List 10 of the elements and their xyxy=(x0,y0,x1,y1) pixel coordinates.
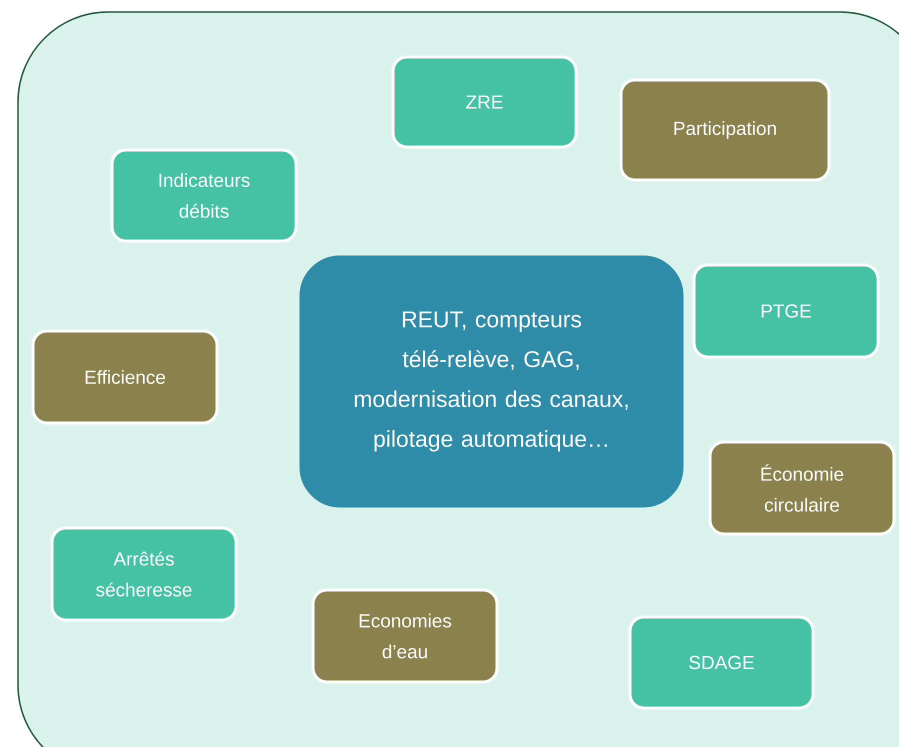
topic-box: PTGE xyxy=(692,264,880,358)
topic-box: ZRE xyxy=(392,56,578,148)
topic-box: Économie circulaire xyxy=(708,440,896,536)
center-box: REUT, compteurs télé-relève, GAG, modernisation des canaux, pilotage automatique… xyxy=(300,256,684,508)
topic-box: SDAGE xyxy=(628,616,814,710)
topic-box: Efficience xyxy=(32,330,218,424)
topic-box: Indicateurs débits xyxy=(110,148,298,242)
topic-box: Economies d’eau xyxy=(312,588,498,684)
topic-box: Participation xyxy=(620,78,830,182)
topic-box: Arrêtés sécheresse xyxy=(50,526,238,622)
